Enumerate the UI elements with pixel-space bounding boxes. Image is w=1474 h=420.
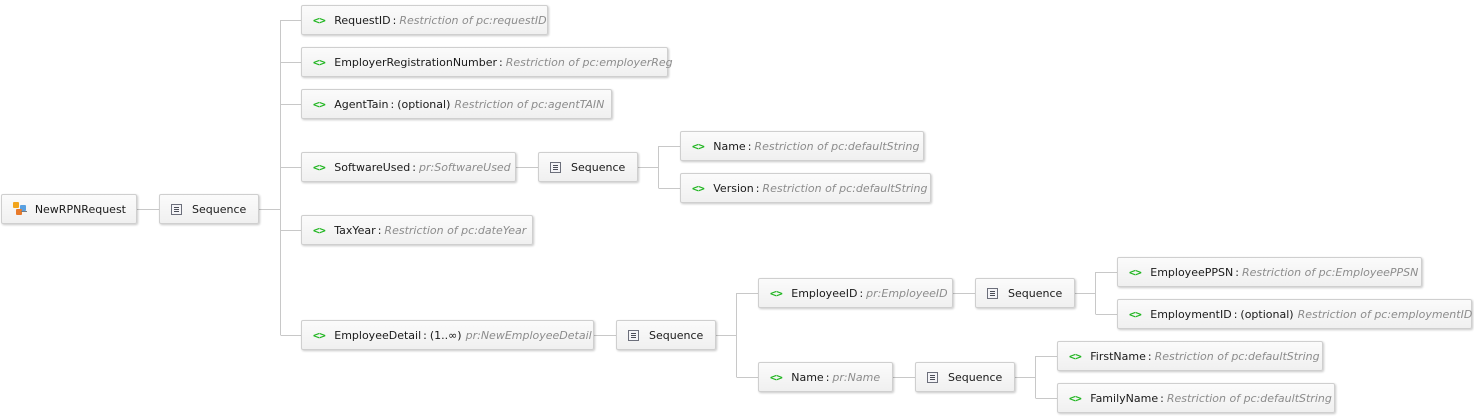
sequence-icon — [171, 203, 182, 215]
element-software-name[interactable]: <> Name: Restriction of pc:defaultString — [680, 131, 924, 161]
element-icon: <> — [1129, 265, 1142, 279]
node-occurrence: (1..∞) — [429, 328, 462, 342]
sequence-label: Sequence — [1008, 286, 1063, 300]
node-type: Restriction of pc:dateYear — [384, 223, 527, 237]
node-name: Name — [713, 139, 746, 153]
element-employmentid[interactable]: <> EmploymentID: (optional) Restriction … — [1117, 299, 1472, 329]
node-type: Restriction of pc:employerReg — [505, 55, 673, 69]
element-requestid[interactable]: <> RequestID: Restriction of pc:requestI… — [301, 5, 548, 35]
element-icon: <> — [770, 370, 783, 384]
node-name: FirstName — [1090, 349, 1146, 363]
element-icon: <> — [770, 286, 783, 300]
sequence-compositor-softwareused[interactable]: Sequence — [538, 152, 638, 182]
node-type: pr:NewEmployeeDetail — [465, 328, 592, 342]
element-icon: <> — [313, 13, 326, 27]
node-type: Restriction of pc:defaultString — [1154, 349, 1320, 363]
element-icon: <> — [692, 181, 705, 195]
element-employerregistrationnumber[interactable]: <> EmployerRegistrationNumber: Restricti… — [301, 47, 673, 77]
sequence-compositor-employeeid[interactable]: Sequence — [975, 278, 1075, 308]
element-softwareused[interactable]: <> SoftwareUsed: pr:SoftwareUsed — [301, 152, 516, 182]
node-name: FamilyName — [1090, 391, 1159, 405]
node-name: RequestID — [334, 13, 391, 27]
element-familyname[interactable]: <> FamilyName: Restriction of pc:default… — [1057, 383, 1335, 413]
element-employeeid[interactable]: <> EmployeeID: pr:EmployeeID — [758, 278, 953, 308]
sequence-label: Sequence — [192, 202, 247, 216]
element-firstname[interactable]: <> FirstName: Restriction of pc:defaultS… — [1057, 341, 1323, 371]
node-type: Restriction of pc:defaultString — [1166, 391, 1332, 405]
node-type: Restriction of pc:EmployeePPSN — [1241, 265, 1419, 279]
node-occurrence: (optional) — [397, 97, 451, 111]
element-icon: <> — [1129, 307, 1142, 321]
element-employeedetail[interactable]: <> EmployeeDetail: (1..∞) pr:NewEmployee… — [301, 320, 594, 350]
sequence-label: Sequence — [948, 370, 1003, 384]
element-icon: <> — [1069, 391, 1082, 405]
node-name: NewRPNRequest — [34, 202, 126, 216]
node-type: pr:EmployeeID — [866, 286, 948, 300]
element-agenttain[interactable]: <> AgentTain: (optional) Restriction of … — [301, 89, 612, 119]
node-type: Restriction of pc:requestID — [399, 13, 547, 27]
node-name: TaxYear — [334, 223, 376, 237]
node-occurrence: (optional) — [1240, 307, 1294, 321]
sequence-label: Sequence — [649, 328, 704, 342]
node-name: EmployerRegistrationNumber — [334, 55, 498, 69]
node-name: EmployeeID — [791, 286, 858, 300]
sequence-compositor-name[interactable]: Sequence — [915, 362, 1015, 392]
element-software-version[interactable]: <> Version: Restriction of pc:defaultStr… — [680, 173, 931, 203]
element-icon: <> — [313, 328, 326, 342]
node-name: AgentTain — [334, 97, 389, 111]
node-type: Restriction of pc:defaultString — [762, 181, 928, 195]
element-icon: <> — [692, 139, 705, 153]
node-type: Restriction of pc:defaultString — [754, 139, 920, 153]
sequence-icon — [987, 287, 998, 299]
node-type: Restriction of pc:employmentID — [1297, 307, 1473, 321]
sequence-compositor-employeedetail[interactable]: Sequence — [616, 320, 716, 350]
element-declaration-icon — [13, 202, 27, 216]
root-element-newrpnrequest[interactable]: NewRPNRequest — [1, 194, 137, 224]
sequence-label: Sequence — [571, 160, 626, 174]
sequence-icon — [628, 329, 639, 341]
node-name: EmployeePPSN — [1150, 265, 1234, 279]
element-icon: <> — [1069, 349, 1082, 363]
node-type: pr:SoftwareUsed — [419, 160, 511, 174]
node-name: EmploymentID — [1150, 307, 1232, 321]
node-name: EmployeeDetail — [334, 328, 422, 342]
element-employeeppsn[interactable]: <> EmployeePPSN: Restriction of pc:Emplo… — [1117, 257, 1422, 287]
element-taxyear[interactable]: <> TaxYear: Restriction of pc:dateYear — [301, 215, 533, 245]
element-icon: <> — [313, 97, 326, 111]
element-icon: <> — [313, 55, 326, 69]
sequence-compositor-root[interactable]: Sequence — [159, 194, 259, 224]
element-icon: <> — [313, 223, 326, 237]
node-name: Version — [713, 181, 754, 195]
node-name: SoftwareUsed — [334, 160, 411, 174]
element-employee-name[interactable]: <> Name: pr:Name — [758, 362, 893, 392]
node-type: Restriction of pc:agentTAIN — [454, 97, 605, 111]
element-icon: <> — [313, 160, 326, 174]
node-type: pr:Name — [832, 370, 881, 384]
sequence-icon — [927, 371, 938, 383]
node-name: Name — [791, 370, 824, 384]
sequence-icon — [550, 161, 561, 173]
